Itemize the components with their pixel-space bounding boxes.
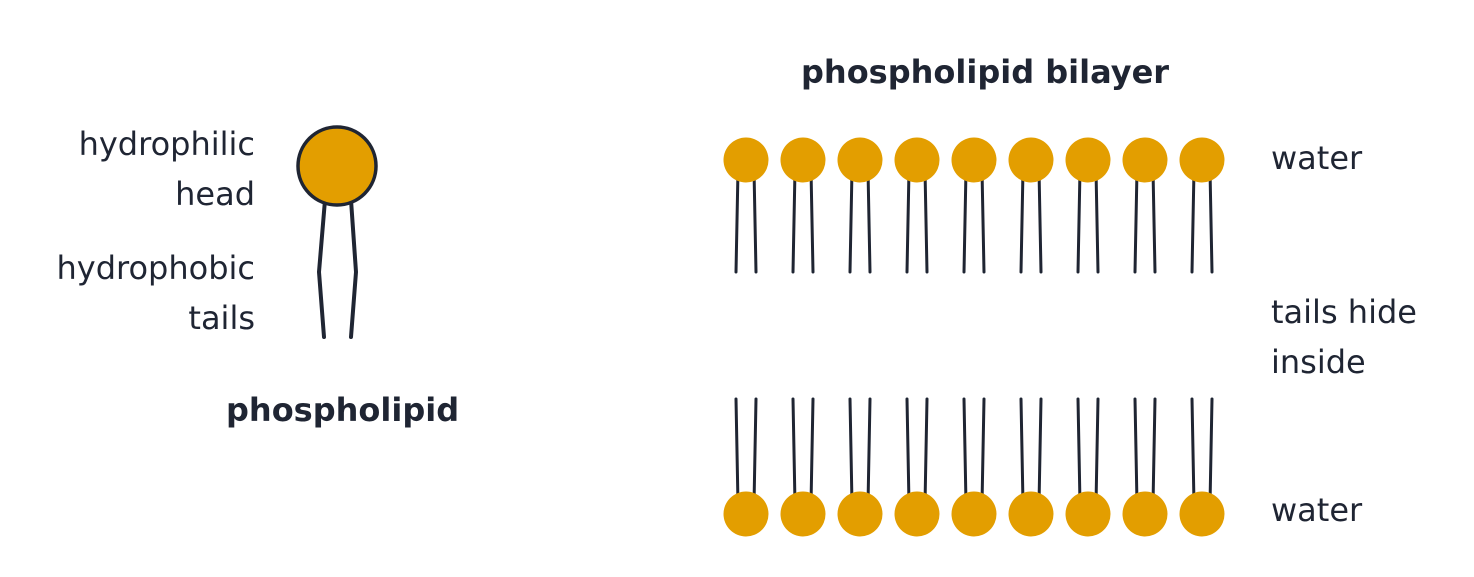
top-phospholipid — [1065, 137, 1111, 274]
top-tail-left — [848, 168, 854, 274]
single-phospholipid — [296, 125, 378, 339]
top-phospholipid — [837, 137, 883, 274]
bottom-tail-left — [1076, 397, 1082, 506]
top-tail-left — [1076, 168, 1082, 274]
top-head — [1122, 137, 1168, 183]
top-head — [780, 137, 826, 183]
bottom-tail-right — [809, 397, 815, 506]
top-tail-left — [1190, 168, 1196, 274]
bottom-tail-right — [752, 397, 758, 506]
top-head — [1008, 137, 1054, 183]
bottom-tail-right — [1208, 397, 1214, 506]
top-tail-left — [1019, 168, 1025, 274]
bottom-head — [723, 491, 769, 537]
bottom-tail-right — [1037, 397, 1043, 506]
top-water-label: water — [1271, 139, 1363, 177]
bottom-head — [894, 491, 940, 537]
top-head — [723, 137, 769, 183]
top-phospholipid — [1008, 137, 1054, 274]
top-head — [1179, 137, 1225, 183]
head-label-line-1: hydrophilic — [78, 125, 255, 163]
bottom-phospholipid — [951, 397, 997, 537]
top-tail-right — [980, 168, 986, 274]
bottom-tail-left — [905, 397, 911, 506]
top-phospholipid — [723, 137, 769, 274]
head-label-line-2: head — [175, 174, 255, 213]
tail-label-line-2: tails — [188, 298, 255, 337]
top-phospholipid — [894, 137, 940, 274]
bottom-head — [1008, 491, 1054, 537]
bottom-phospholipid — [1008, 397, 1054, 537]
top-tail-right — [1151, 168, 1157, 274]
bilayer-title: phospholipid bilayer — [801, 53, 1170, 91]
top-phospholipid — [951, 137, 997, 274]
top-head — [837, 137, 883, 183]
bottom-tail-left — [848, 397, 854, 506]
bottom-tail-left — [962, 397, 968, 506]
bottom-tail-right — [1094, 397, 1100, 506]
bottom-phospholipid — [894, 397, 940, 537]
bottom-head — [837, 491, 883, 537]
bottom-head — [951, 491, 997, 537]
top-phospholipid — [780, 137, 826, 274]
top-tail-left — [734, 168, 740, 274]
bottom-head — [780, 491, 826, 537]
top-phospholipid — [1179, 137, 1225, 274]
bottom-head — [1122, 491, 1168, 537]
top-tail-right — [1037, 168, 1043, 274]
single-tail-right — [349, 198, 358, 339]
top-tail-right — [752, 168, 758, 274]
hydrophobic-tails-label: hydrophobic tails — [56, 244, 255, 343]
hydrophilic-head-label: hydrophilic head — [79, 120, 255, 219]
bilayer-top-leaflet — [723, 137, 1225, 274]
bottom-tail-right — [866, 397, 872, 506]
bottom-phospholipid — [1065, 397, 1111, 537]
bottom-tail-left — [1019, 397, 1025, 506]
phospholipid-caption: phospholipid — [226, 391, 460, 429]
bottom-phospholipid — [1179, 397, 1225, 537]
bottom-phospholipid — [723, 397, 769, 537]
middle-label-line-1: tails hide — [1271, 293, 1417, 331]
top-tail-right — [923, 168, 929, 274]
top-tail-right — [866, 168, 872, 274]
bottom-tail-left — [734, 397, 740, 506]
top-phospholipid — [1122, 137, 1168, 274]
top-tail-left — [1133, 168, 1139, 274]
bottom-water-label: water — [1271, 491, 1363, 529]
bottom-head — [1179, 491, 1225, 537]
single-tail-left — [317, 198, 327, 339]
top-tail-right — [1094, 168, 1100, 274]
tail-label-line-1: hydrophobic — [56, 249, 255, 287]
top-tail-left — [905, 168, 911, 274]
bottom-phospholipid — [1122, 397, 1168, 537]
bottom-tail-left — [1190, 397, 1196, 506]
bottom-head — [1065, 491, 1111, 537]
top-head — [951, 137, 997, 183]
bottom-phospholipid — [780, 397, 826, 537]
bottom-tail-right — [980, 397, 986, 506]
top-head — [894, 137, 940, 183]
tails-hide-inside-label: tails hide inside — [1271, 288, 1417, 387]
bottom-tail-left — [791, 397, 797, 506]
top-tail-left — [962, 168, 968, 274]
top-tail-left — [791, 168, 797, 274]
top-head — [1065, 137, 1111, 183]
top-tail-right — [809, 168, 815, 274]
bottom-tail-left — [1133, 397, 1139, 506]
single-head — [296, 125, 378, 207]
middle-label-line-2: inside — [1271, 342, 1366, 381]
bottom-phospholipid — [837, 397, 883, 537]
bilayer-bottom-leaflet — [723, 397, 1225, 537]
bottom-tail-right — [923, 397, 929, 506]
bottom-tail-right — [1151, 397, 1157, 506]
top-tail-right — [1208, 168, 1214, 274]
